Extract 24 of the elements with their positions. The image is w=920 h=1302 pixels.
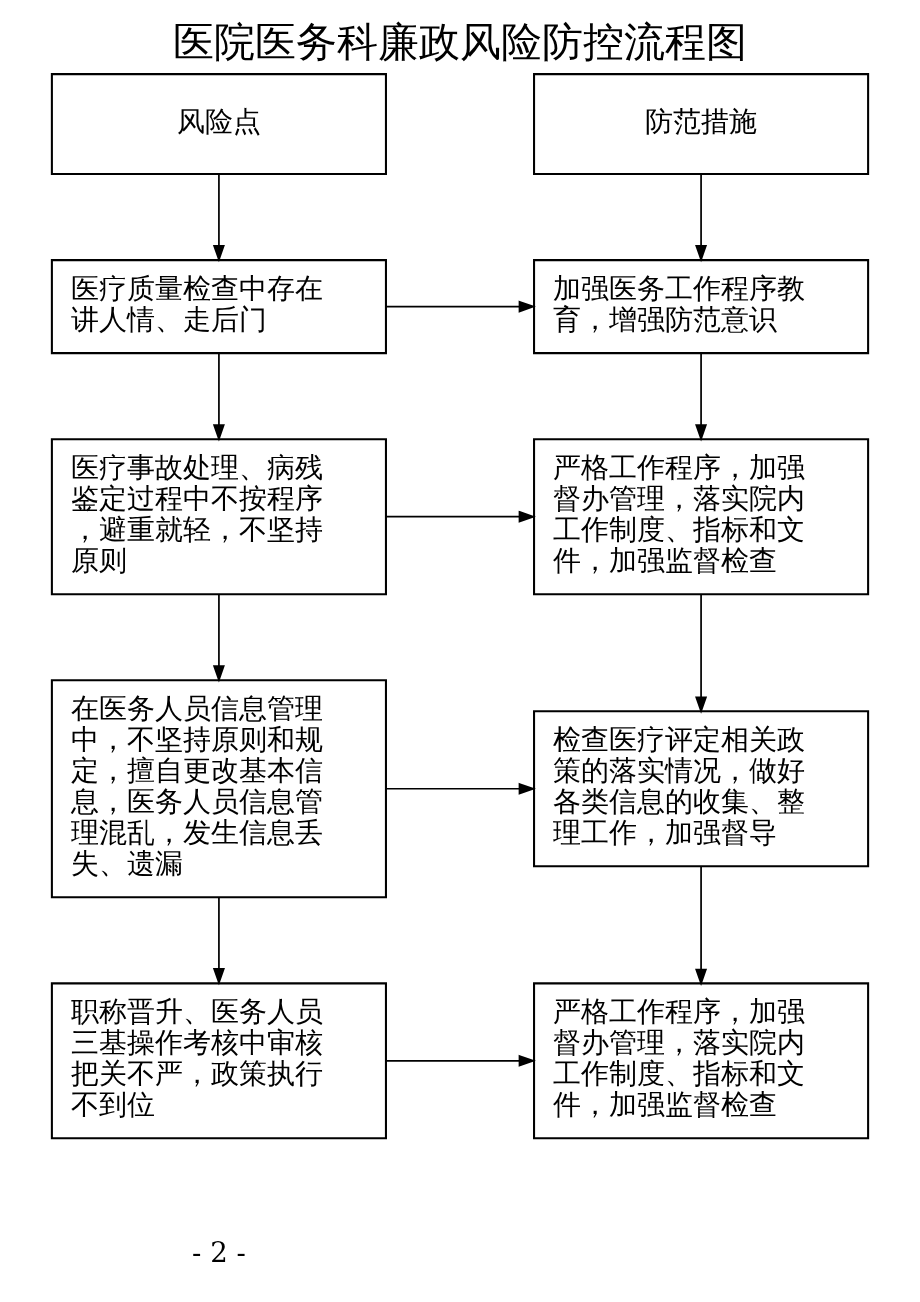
node-box: 在医务人员信息管理中，不坚持原则和规定，擅自更改基本信息，医务人员信息管理混乱，发生信息丢失、遗漏 xyxy=(50,679,387,899)
arrow xyxy=(385,1054,536,1067)
node-box: 严格工作程序，加强督办管理，落实院内工作制度、指标和文件，加强监督检查 xyxy=(533,438,870,596)
arrow xyxy=(695,593,708,714)
node-box: 风险点 xyxy=(50,73,387,176)
arrow xyxy=(212,897,225,986)
arrow xyxy=(385,510,536,523)
node-box: 加强医务工作程序教育，增强防范意识 xyxy=(533,259,870,355)
node-box: 检查医疗评定相关政策的落实情况，做好各类信息的收集、整理工作，加强督导 xyxy=(533,710,870,868)
arrow xyxy=(212,173,225,263)
arrow xyxy=(385,300,536,313)
node-box: 严格工作程序，加强督办管理，落实院内工作制度、指标和文件，加强监督检查 xyxy=(533,982,870,1140)
arrow xyxy=(385,782,536,795)
arrow xyxy=(212,352,225,442)
diagram-title: 医院医务科廉政风险防控流程图 xyxy=(173,17,747,66)
arrow xyxy=(695,173,708,263)
node-box: 职称晋升、医务人员三基操作考核中审核把关不严，政策执行不到位 xyxy=(50,982,387,1140)
node-box: 医疗质量检查中存在讲人情、走后门 xyxy=(50,259,387,355)
arrow xyxy=(695,865,708,986)
node-box: 医疗事故处理、病残鉴定过程中不按程序，避重就轻，不坚持原则 xyxy=(50,438,387,596)
arrow xyxy=(695,352,708,442)
label: - 2 - xyxy=(192,1235,246,1268)
arrow xyxy=(212,593,225,683)
node-box: 防范措施 xyxy=(533,73,870,176)
